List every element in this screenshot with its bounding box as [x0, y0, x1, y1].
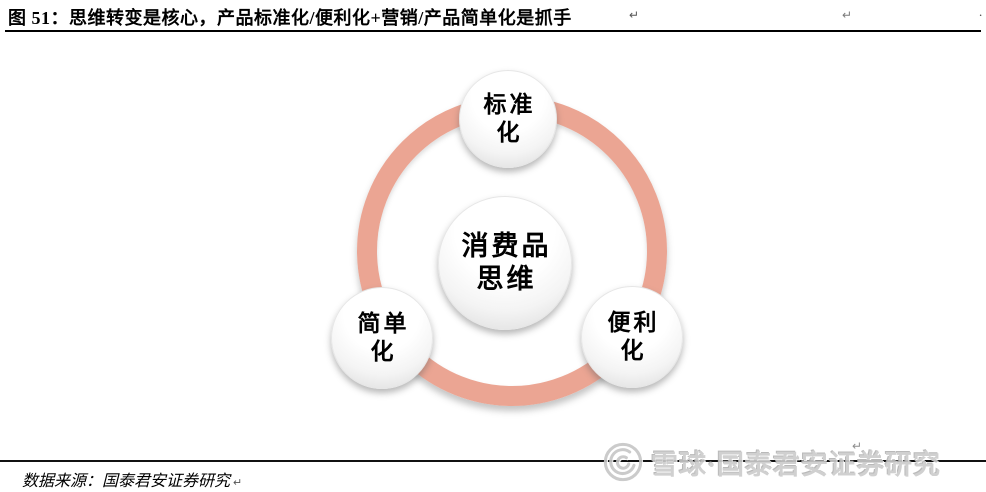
center-node-label-line2: 思维 — [476, 264, 537, 294]
node-label-line2: 化 — [370, 339, 397, 364]
node-label-line1: 标准 — [483, 91, 536, 117]
paragraph-return-mark: ↵ — [842, 8, 853, 22]
title-divider — [5, 30, 981, 32]
paragraph-return-mark: ↵ — [629, 8, 640, 22]
figure-title: 图 51：思维转变是核心，产品标准化/便利化+营销/产品简单化是抓手 — [8, 8, 572, 28]
paragraph-return-mark: ↵ — [852, 439, 863, 453]
node-label-line1: 简单 — [357, 310, 410, 336]
stray-dot: . — [979, 4, 983, 19]
node-label-line1: 便利 — [607, 309, 660, 335]
xueqiu-snowball-logo-icon — [603, 442, 643, 482]
paragraph-return-mark: ↵ — [233, 477, 243, 489]
diagram-node-convenience: 便利 化 — [581, 286, 683, 388]
diagram-center-node: 消费品 思维 — [438, 196, 572, 330]
node-label-line2: 化 — [496, 120, 523, 145]
center-node-label-line1: 消费品 — [461, 231, 552, 262]
diagram-node-standardization: 标准 化 — [459, 70, 557, 168]
footer-divider — [0, 460, 986, 462]
data-source-note: 数据来源：国泰君安证券研究↵ — [22, 467, 242, 491]
node-label-line2: 化 — [620, 338, 647, 363]
watermark-text: 雪球·国泰君安证券研究 — [651, 449, 942, 480]
xueqiu-watermark: 雪球·国泰君安证券研究 — [602, 439, 941, 485]
diagram-node-simplification: 简单 化 — [331, 287, 433, 389]
data-source-text: 数据来源：国泰君安证券研究 — [22, 473, 231, 490]
